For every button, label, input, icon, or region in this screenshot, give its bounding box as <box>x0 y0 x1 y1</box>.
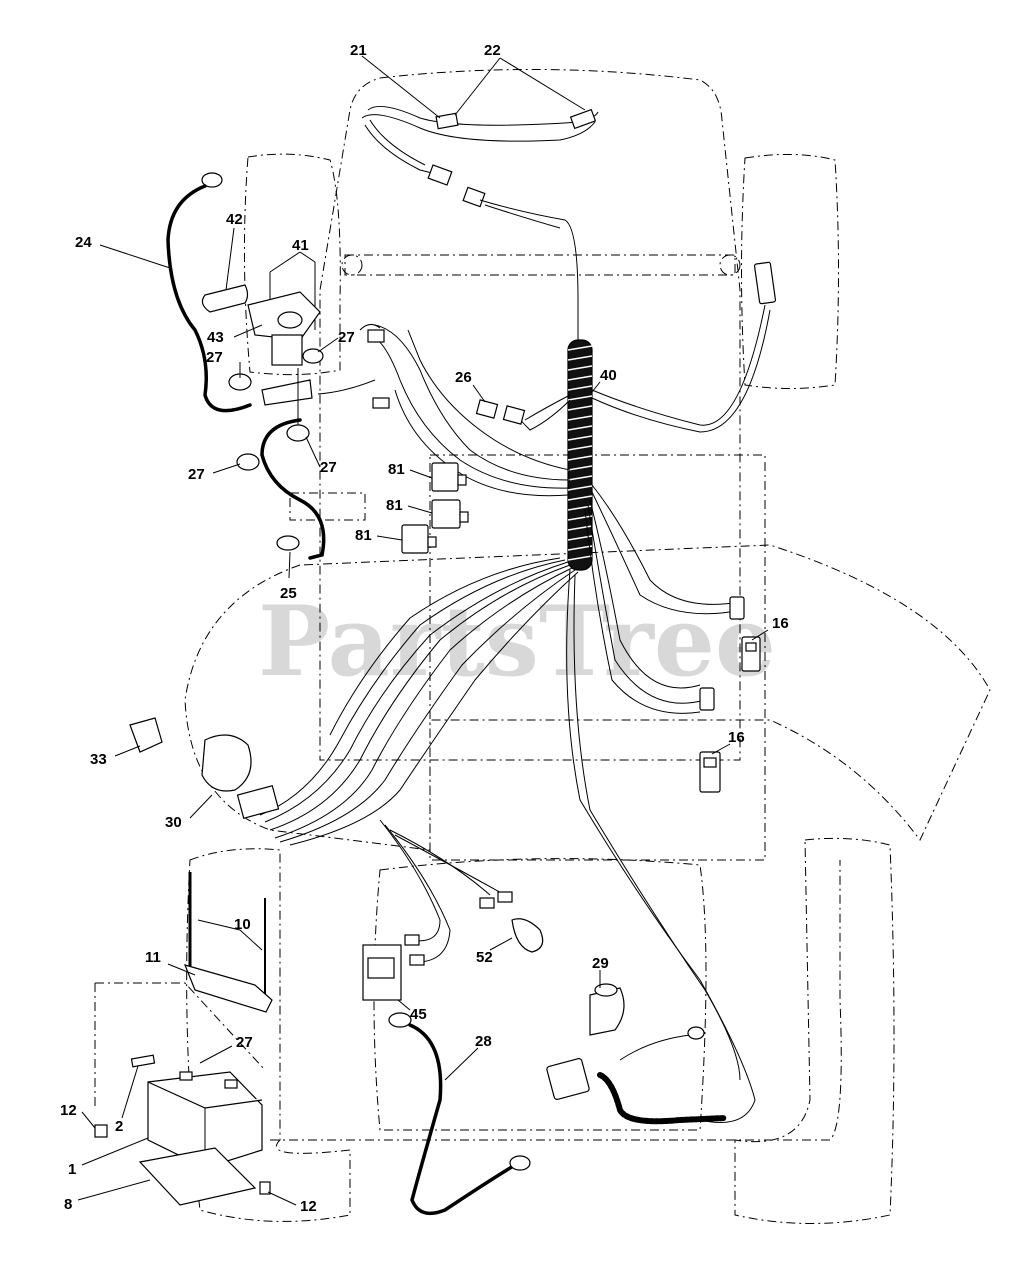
bolt-2 <box>130 1054 156 1068</box>
bracket-42 <box>201 284 249 313</box>
nut-27-d <box>286 424 310 442</box>
callout-43: 43 <box>207 329 224 346</box>
deck-outline <box>184 544 991 851</box>
callout-45: 45 <box>410 1006 427 1023</box>
headlight-harness <box>361 105 599 340</box>
callout-52: 52 <box>476 949 493 966</box>
leader-lines <box>77 55 769 1206</box>
clip-12-b <box>259 1181 271 1195</box>
callout-16-a: 16 <box>772 615 789 632</box>
rear-frame-outline <box>270 860 842 1141</box>
callout-81-a: 81 <box>388 461 405 478</box>
pto-switch-connector <box>753 261 777 305</box>
relay-bracket-outline <box>289 492 366 521</box>
battery-tray-8 <box>138 1147 257 1206</box>
seat-outline <box>373 858 707 1131</box>
callout-21: 21 <box>350 42 367 59</box>
callout-25: 25 <box>280 585 297 602</box>
callout-1: 1 <box>68 1161 76 1178</box>
callout-8: 8 <box>64 1196 72 1213</box>
battery-tray-outline <box>94 982 266 1110</box>
hood-outline <box>319 69 741 761</box>
harness-branches <box>259 304 771 1123</box>
callout-26: 26 <box>455 369 472 386</box>
relay-3 <box>401 524 429 554</box>
callout-27-e: 27 <box>236 1034 253 1051</box>
tractor-outline <box>94 69 991 1224</box>
connectors-16 <box>699 261 777 793</box>
callout-33: 33 <box>90 751 107 768</box>
callout-40: 40 <box>600 367 617 384</box>
cable-25-terminal <box>276 535 300 551</box>
callout-28: 28 <box>475 1033 492 1050</box>
callout-29: 29 <box>592 955 609 972</box>
callout-81-b: 81 <box>386 497 403 514</box>
relay-2 <box>431 499 461 529</box>
headlight-connector-right <box>569 108 597 130</box>
starter-cable-25 <box>260 418 326 560</box>
rear-components <box>362 891 728 1216</box>
relays <box>401 462 469 554</box>
clip-12-a <box>94 1124 108 1138</box>
front-axle-outline <box>344 254 736 276</box>
ignition-components <box>129 717 280 819</box>
callout-labels: 21 22 24 42 41 43 27 27 27 27 26 40 81 8… <box>60 42 789 1215</box>
callout-41: 41 <box>292 237 309 254</box>
callout-2: 2 <box>115 1118 123 1135</box>
callout-16-b: 16 <box>728 729 745 746</box>
coil-cord <box>597 1072 728 1125</box>
seat-switch-29 <box>589 987 625 1036</box>
hold-down-11 <box>183 964 273 1013</box>
rear-right-wheel-outline <box>734 837 895 1224</box>
left-spindle-outline <box>341 254 363 276</box>
fuse-holder <box>475 399 526 425</box>
cable-28 <box>408 1023 517 1216</box>
rectifier-33 <box>129 717 163 753</box>
harness-conduit <box>567 339 593 571</box>
callout-27-a: 27 <box>206 349 223 366</box>
nut-27-b <box>302 348 324 364</box>
callout-22: 22 <box>484 42 501 59</box>
callout-81-c: 81 <box>355 527 372 544</box>
nut-27-c <box>236 453 260 471</box>
front-right-wheel-outline <box>741 153 839 389</box>
relay-1 <box>431 462 459 492</box>
frame-outline <box>429 454 766 861</box>
callout-27-d: 27 <box>320 459 337 476</box>
callout-10: 10 <box>234 916 251 933</box>
callout-12-a: 12 <box>60 1102 77 1119</box>
callout-42: 42 <box>226 211 243 228</box>
ignition-switch-30 <box>201 734 252 792</box>
seat-switch-connector <box>546 1057 590 1101</box>
solenoid-assembly <box>166 172 390 560</box>
watermark: PartsTree <box>258 585 776 698</box>
callout-27-c: 27 <box>188 466 205 483</box>
harness-plug-a <box>427 164 453 186</box>
callout-11: 11 <box>145 949 161 966</box>
connector-16-a <box>741 636 761 672</box>
headlight-connector-left <box>435 112 459 130</box>
harness-plug-b <box>462 186 486 208</box>
callout-30: 30 <box>165 814 182 831</box>
callout-12-b: 12 <box>300 1198 317 1215</box>
light-52 <box>511 918 544 953</box>
rear-left-wheel-outline <box>186 848 351 1222</box>
battery-cable-24 <box>166 184 252 413</box>
branch-connector-a <box>729 596 745 620</box>
front-left-wheel-outline <box>243 153 341 376</box>
callout-24: 24 <box>75 234 92 251</box>
right-spindle-outline <box>719 254 741 276</box>
branch-connector-b <box>699 687 715 711</box>
battery-group <box>94 872 273 1206</box>
cable-24-terminal <box>201 172 223 188</box>
callout-27-b: 27 <box>338 329 355 346</box>
